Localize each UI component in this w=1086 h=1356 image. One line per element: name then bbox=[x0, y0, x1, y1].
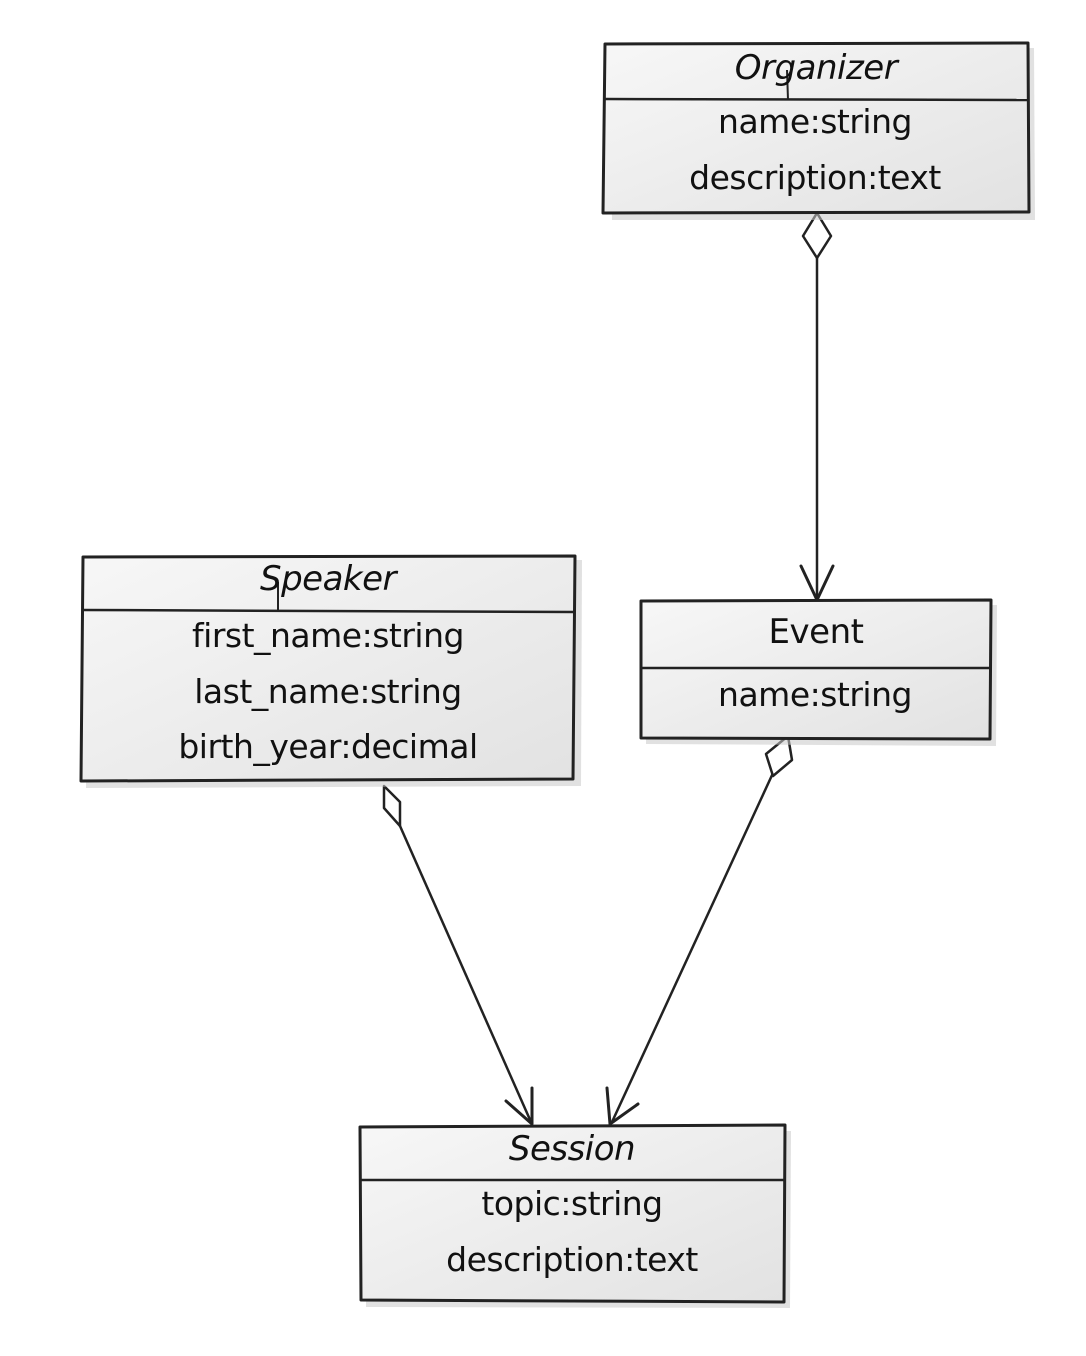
class-event[interactable]: Event name:string bbox=[639, 598, 997, 746]
class-speaker[interactable]: Speaker first_name:string last_name:stri… bbox=[79, 554, 582, 788]
edge-event-session bbox=[605, 734, 794, 1126]
attribute: name:string bbox=[718, 102, 912, 141]
attribute: last_name:string bbox=[194, 672, 461, 711]
aggregation-diamond bbox=[801, 211, 833, 260]
attribute: description:text bbox=[446, 1240, 698, 1279]
class-organizer[interactable]: Organizer name:string description:text bbox=[601, 41, 1035, 220]
aggregation-diamond bbox=[382, 784, 402, 828]
class-name: Session bbox=[509, 1129, 635, 1169]
class-name: Event bbox=[769, 612, 864, 652]
attribute: topic:string bbox=[481, 1184, 662, 1223]
edge-organizer-event bbox=[799, 211, 835, 602]
edge-speaker-session bbox=[382, 784, 534, 1126]
class-name: Speaker bbox=[260, 559, 399, 599]
class-name: Organizer bbox=[735, 48, 900, 88]
aggregation-diamond bbox=[764, 734, 794, 778]
attribute: description:text bbox=[689, 158, 941, 197]
arrowhead bbox=[504, 1086, 534, 1126]
attribute: birth_year:decimal bbox=[178, 727, 477, 766]
class-session[interactable]: Session topic:string description:text bbox=[358, 1123, 791, 1308]
attribute: first_name:string bbox=[192, 616, 464, 655]
attribute: name:string bbox=[718, 675, 912, 714]
arrowhead bbox=[605, 1086, 640, 1126]
